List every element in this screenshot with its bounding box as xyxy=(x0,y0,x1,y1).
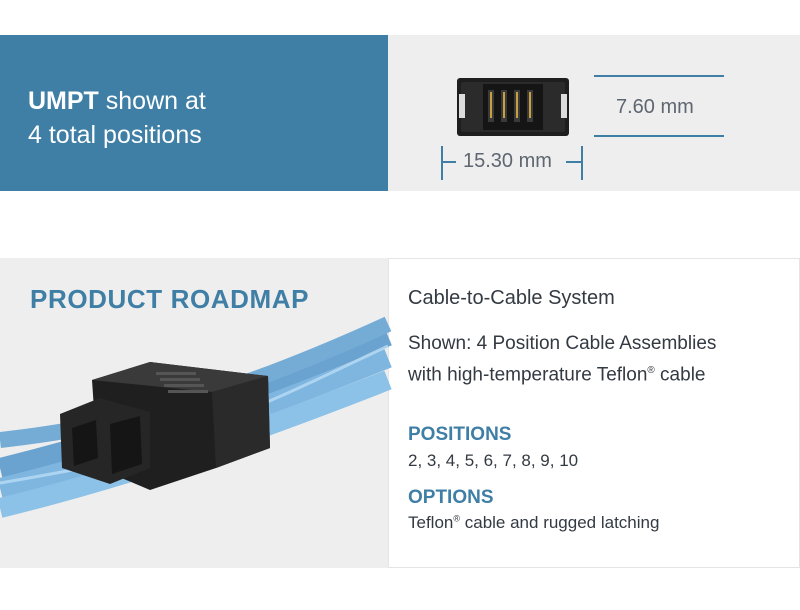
system-name: Cable-to-Cable System xyxy=(408,287,615,309)
options-text: Teflon xyxy=(408,513,454,532)
headline-line2: 4 total positions xyxy=(28,121,202,149)
headline: UMPT shown at 4 total positions xyxy=(28,84,206,152)
cable-assembly-image xyxy=(0,316,392,518)
connector-top-view-image xyxy=(457,78,569,136)
shown-line2-end: cable xyxy=(654,364,706,386)
options-text-end: cable and rugged latching xyxy=(460,513,660,532)
shown-description: Shown: 4 Position Cable Assemblies with … xyxy=(408,330,716,388)
options-value: Teflon® cable and rugged latching xyxy=(408,513,659,533)
shown-line2: with high-temperature Teflon xyxy=(408,364,648,386)
registered-mark: ® xyxy=(647,365,655,376)
height-dimension-lines xyxy=(594,75,724,137)
roadmap-title: PRODUCT ROADMAP xyxy=(30,284,310,314)
positions-heading: POSITIONS xyxy=(408,424,512,445)
shown-line1: Shown: 4 Position Cable Assemblies xyxy=(408,333,717,354)
headline-panel xyxy=(0,35,388,191)
brand-name: UMPT xyxy=(28,87,99,115)
options-heading: OPTIONS xyxy=(408,487,494,508)
dimension-panel xyxy=(388,35,800,191)
width-dimension-lines xyxy=(441,146,583,180)
roadmap-info-panel xyxy=(388,258,800,568)
width-dimension-label: 15.30 mm xyxy=(463,150,552,172)
height-dimension-label: 7.60 mm xyxy=(616,96,694,118)
headline-line1: shown at xyxy=(98,87,206,115)
positions-value: 2, 3, 4, 5, 6, 7, 8, 9, 10 xyxy=(408,451,579,470)
registered-mark: ® xyxy=(453,513,461,524)
